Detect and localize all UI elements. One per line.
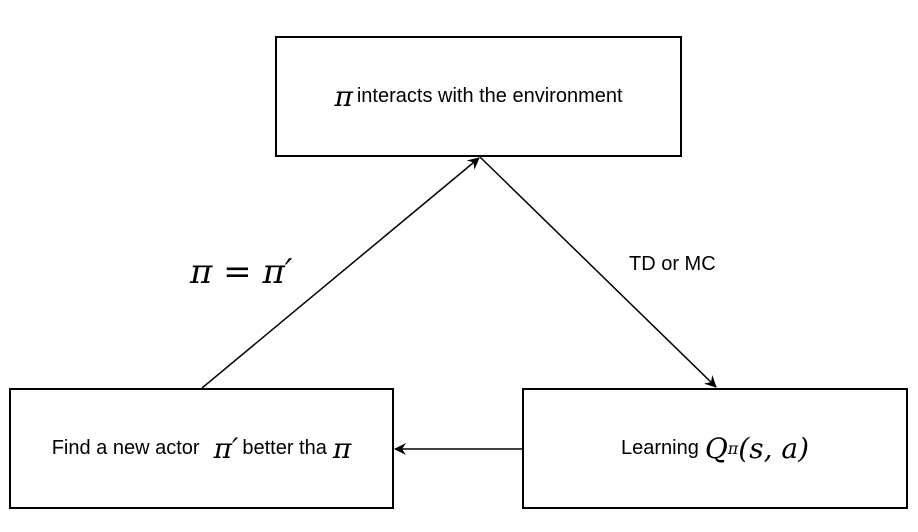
pi-symbol: π xyxy=(334,80,353,113)
find-actor-text: Find a new actor xyxy=(51,437,200,459)
pi-prime-symbol: π′ xyxy=(213,432,239,465)
learning-text: Learning xyxy=(620,437,699,459)
edge-label-td-mc: TD or MC xyxy=(629,253,716,275)
arrow-top-to-right xyxy=(479,156,717,388)
interact-text: interacts with the environment xyxy=(356,85,623,107)
pi-symbol-end: π xyxy=(332,432,352,465)
q-symbol: Q xyxy=(704,432,728,465)
q-superscript: π xyxy=(727,439,739,458)
edge-label-policy-update: π = π′ xyxy=(190,252,293,292)
q-args: (s, a) xyxy=(738,432,810,465)
arrow-left-to-top xyxy=(201,157,480,389)
better-than-text: better tha xyxy=(242,437,327,459)
